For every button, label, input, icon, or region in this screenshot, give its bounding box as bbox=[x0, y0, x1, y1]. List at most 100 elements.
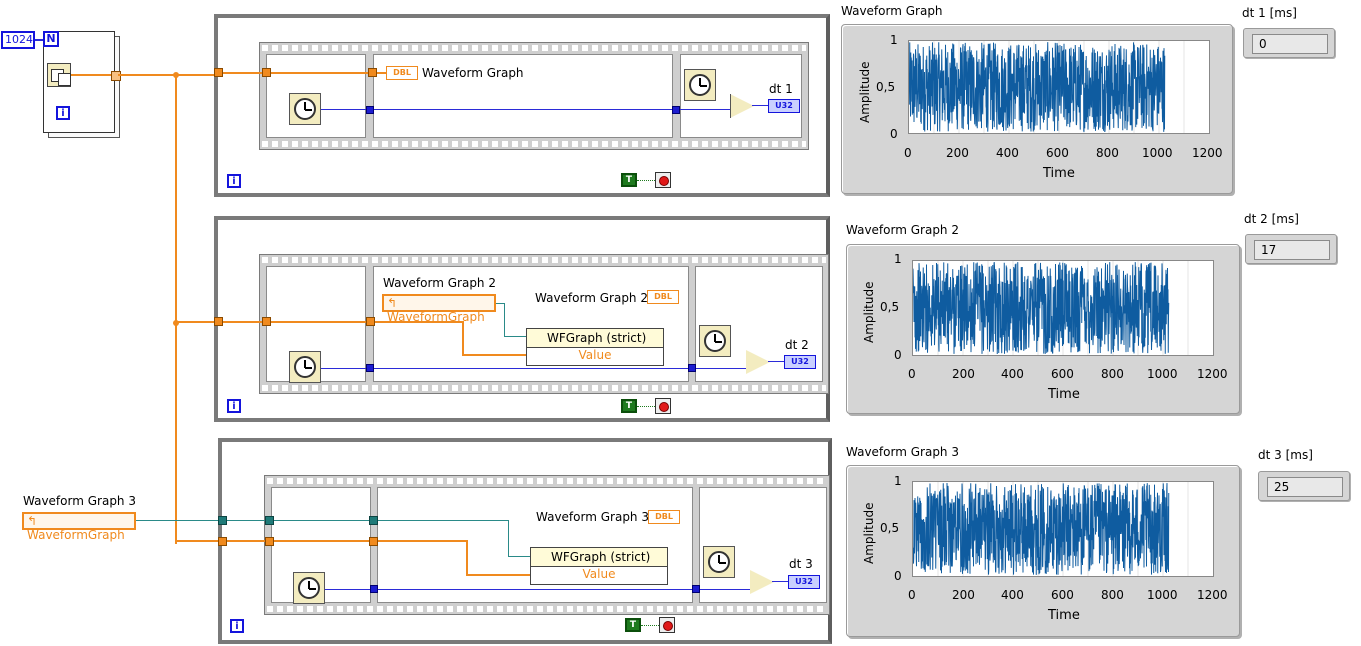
tunnel-3b bbox=[265, 537, 274, 546]
tick-count-icon-1b[interactable] bbox=[684, 69, 716, 101]
tick-count-icon-2b[interactable] bbox=[699, 325, 731, 357]
graph1-plot-area[interactable] bbox=[908, 40, 1210, 134]
tunnel-1-time-b bbox=[672, 106, 680, 114]
graph1-ytick-1: 1 bbox=[890, 33, 898, 47]
wire-stop-2 bbox=[637, 406, 655, 407]
wg3-label: Waveform Graph 3 bbox=[23, 494, 136, 508]
graph1-trace bbox=[909, 42, 1166, 133]
while-loop-1[interactable] bbox=[214, 14, 830, 197]
while-iter-2: i bbox=[227, 399, 241, 413]
graph2-xtick-0: 0 bbox=[908, 367, 916, 381]
graph1-xtick-600: 600 bbox=[1046, 146, 1069, 160]
true-constant-2[interactable]: T bbox=[621, 399, 637, 413]
tunnel-3-ref-a bbox=[218, 516, 227, 525]
stop-terminal-2[interactable] bbox=[655, 398, 671, 414]
wg3-reference[interactable]: ↰ WaveformGraph bbox=[22, 512, 136, 542]
property-node-2[interactable]: WFGraph (strict) Value bbox=[526, 328, 664, 366]
wire-junction-1 bbox=[173, 72, 179, 78]
stop-terminal-1[interactable] bbox=[655, 172, 671, 188]
graph2-trace bbox=[913, 262, 1170, 354]
wire-2-time bbox=[321, 368, 746, 369]
dt2-terminal[interactable]: U32 bbox=[784, 355, 816, 369]
dice-icon bbox=[47, 63, 71, 87]
subtract-border-1 bbox=[730, 94, 755, 118]
wg3-terminal-label: Waveform Graph 3 bbox=[536, 510, 649, 524]
tunnel-3-time-b bbox=[692, 585, 700, 593]
tunnel-2a bbox=[214, 317, 223, 326]
wg2-reference[interactable]: ↰ WaveformGraph bbox=[382, 294, 496, 324]
while-iter-3: i bbox=[230, 619, 244, 633]
stop-terminal-3[interactable] bbox=[659, 617, 675, 633]
graph2-ytick-1: 1 bbox=[894, 252, 902, 266]
graph2-xtick-1200: 1200 bbox=[1197, 367, 1228, 381]
wire-out bbox=[118, 74, 218, 76]
wg2-label: Waveform Graph 2 bbox=[383, 276, 496, 290]
wire-trunk bbox=[175, 74, 177, 544]
tunnel-2c bbox=[366, 317, 375, 326]
dt3-indicator-label: dt 3 [ms] bbox=[1258, 448, 1313, 462]
wire-2-diff bbox=[768, 361, 784, 362]
dt3-indicator: 25 bbox=[1258, 471, 1350, 501]
dt1-terminal[interactable]: U32 bbox=[768, 99, 800, 113]
tick-count-icon-1a[interactable] bbox=[289, 93, 321, 125]
wire-3-down bbox=[466, 540, 468, 575]
wire-2-ref-down bbox=[504, 303, 505, 336]
property-node-3[interactable]: WFGraph (strict) Value bbox=[530, 547, 668, 585]
wire-2-ref bbox=[496, 303, 504, 304]
tick-count-icon-2a[interactable] bbox=[289, 351, 321, 383]
film-holes-bot-3 bbox=[267, 606, 827, 612]
graph3-ylabel: Amplitude bbox=[862, 502, 876, 565]
tunnel-3c bbox=[369, 537, 378, 546]
graph3-title: Waveform Graph 3 bbox=[846, 445, 959, 459]
n-constant[interactable]: 1024 bbox=[1, 31, 35, 49]
graph2-xtick-1000: 1000 bbox=[1147, 367, 1178, 381]
wire-stop-1 bbox=[637, 180, 655, 181]
graph3-ytick-05: 0,5 bbox=[880, 521, 900, 535]
graph3-xtick-1200: 1200 bbox=[1197, 588, 1228, 602]
dbl-terminal-1[interactable]: DBL bbox=[386, 66, 418, 80]
graph2-svg bbox=[913, 261, 1189, 355]
iteration-terminal: i bbox=[56, 106, 70, 120]
dt3-indicator-value: 25 bbox=[1267, 477, 1343, 497]
graph2-ytick-0: 0 bbox=[894, 348, 902, 362]
tunnel-1-time-a bbox=[366, 106, 374, 114]
wire-random bbox=[71, 74, 111, 76]
dt2-indicator-label: dt 2 [ms] bbox=[1244, 212, 1299, 226]
wg3-ref-text: WaveformGraph bbox=[27, 528, 125, 542]
graph1-xtick-0: 0 bbox=[904, 146, 912, 160]
dt1-terminal-label: dt 1 bbox=[769, 82, 793, 96]
wire-1-diff bbox=[752, 105, 768, 106]
dt2-indicator: 17 bbox=[1245, 234, 1337, 264]
tunnel-3-ref-b bbox=[265, 516, 274, 525]
n-terminal: N bbox=[43, 31, 59, 47]
graph3-ytick-0: 0 bbox=[894, 569, 902, 583]
tunnel-1b bbox=[262, 68, 271, 77]
wire-n bbox=[35, 39, 43, 41]
property-node-value-2[interactable]: Value bbox=[578, 348, 612, 362]
wg1-terminal-label: Waveform Graph bbox=[422, 66, 524, 80]
dt3-terminal[interactable]: U32 bbox=[788, 575, 820, 589]
tunnel-3a bbox=[218, 537, 227, 546]
dbl-terminal-3[interactable]: DBL bbox=[648, 510, 680, 524]
property-node-class-2: WFGraph (strict) bbox=[527, 329, 663, 348]
true-constant-3[interactable]: T bbox=[625, 618, 641, 632]
tick-count-icon-3a[interactable] bbox=[293, 572, 325, 604]
wire-2-right bbox=[462, 354, 526, 356]
wire-3-ref-down bbox=[508, 520, 509, 556]
subtract-icon-1[interactable] bbox=[730, 94, 754, 118]
subtract-icon-2[interactable] bbox=[746, 350, 770, 374]
graph3-plot-area[interactable] bbox=[912, 481, 1214, 577]
graph2-plot-area[interactable] bbox=[912, 260, 1214, 356]
property-node-value-3[interactable]: Value bbox=[582, 567, 616, 581]
dt1-indicator-label: dt 1 [ms] bbox=[1242, 6, 1297, 20]
graph3-xtick-200: 200 bbox=[952, 588, 975, 602]
wire-1-time bbox=[321, 109, 731, 110]
subtract-icon-3[interactable] bbox=[750, 570, 774, 594]
graph1-xtick-400: 400 bbox=[996, 146, 1019, 160]
dbl-terminal-2[interactable]: DBL bbox=[647, 290, 679, 304]
tick-count-icon-3b[interactable] bbox=[703, 546, 735, 578]
frame-3b bbox=[377, 487, 693, 603]
graph3-xtick-600: 600 bbox=[1051, 588, 1074, 602]
true-constant-1[interactable]: T bbox=[621, 173, 637, 187]
graph1-title: Waveform Graph bbox=[841, 4, 943, 18]
